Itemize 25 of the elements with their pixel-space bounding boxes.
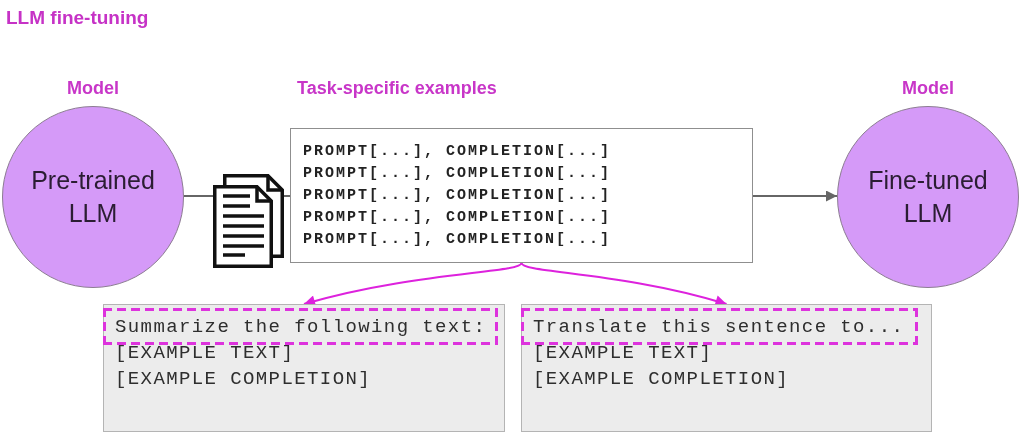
diagram-title: LLM fine-tuning <box>6 6 149 30</box>
connector-line <box>183 195 214 197</box>
instruction-text: Summarize the following text: <box>115 314 487 340</box>
code-line: PROMPT[...], COMPLETION[...] <box>303 186 612 206</box>
model-label: Fine-tuned LLM <box>867 165 989 229</box>
connector-line <box>283 195 291 197</box>
code-line: [EXAMPLE COMPLETION] <box>533 367 790 392</box>
arrow <box>752 190 838 202</box>
example-card <box>103 304 505 432</box>
instruction-box <box>103 308 498 345</box>
section-heading: Task-specific examples <box>297 77 497 100</box>
code-line: PROMPT[...], COMPLETION[...] <box>303 164 612 184</box>
code-line: PROMPT[...], COMPLETION[...] <box>303 142 612 162</box>
code-line: [EXAMPLE COMPLETION] <box>115 367 372 392</box>
section-heading: Model <box>67 77 119 100</box>
section-heading: Model <box>902 77 954 100</box>
documents-icon <box>213 174 284 268</box>
code-line: PROMPT[...], COMPLETION[...] <box>303 230 612 250</box>
example-card <box>521 304 932 432</box>
code-line: PROMPT[...], COMPLETION[...] <box>303 208 612 228</box>
code-line: [EXAMPLE TEXT] <box>115 341 295 366</box>
model-label: Pre-trained LLM <box>30 165 156 229</box>
instruction-box <box>521 308 918 345</box>
instruction-text: Translate this sentence to... <box>533 314 905 340</box>
code-line: [EXAMPLE TEXT] <box>533 341 713 366</box>
